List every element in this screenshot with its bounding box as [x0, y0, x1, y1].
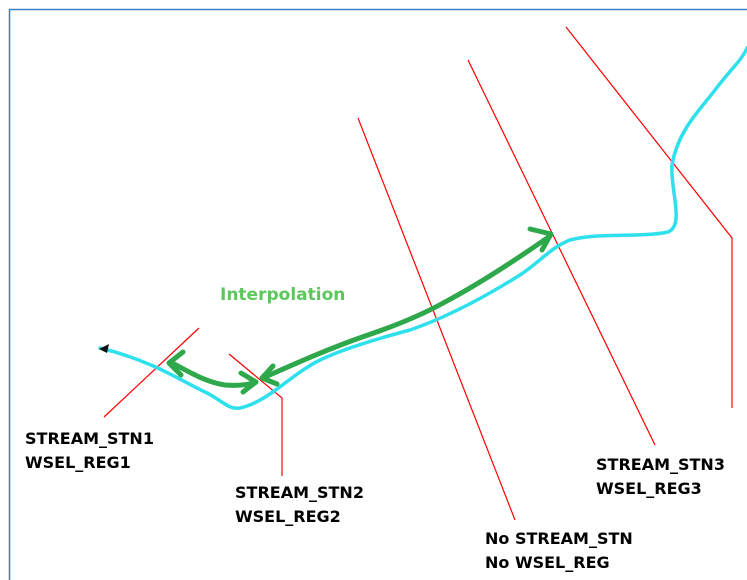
station-label-no-stn: No STREAM_STN No WSEL_REG	[485, 527, 633, 575]
interpolation-arrowhead-mid-right-icon	[238, 370, 259, 395]
interpolation-arrowhead-right-icon	[527, 226, 554, 253]
interpolation-arrowhead-left-icon	[166, 349, 186, 378]
station-label-stn1-line2: WSEL_REG1	[25, 453, 131, 472]
station-label-stn2-line2: WSEL_REG2	[235, 507, 341, 526]
stream-start-arrowhead-icon	[99, 344, 109, 353]
station-label-stn1: STREAM_STN1 WSEL_REG1	[25, 427, 154, 475]
cross-section-line-2	[228, 353, 283, 476]
frame-border	[8, 8, 747, 580]
station-label-stn2-line1: STREAM_STN2	[235, 483, 364, 502]
station-label-stn3: STREAM_STN3 WSEL_REG3	[596, 453, 725, 501]
cross-section-line-3	[467, 59, 656, 446]
stream-centerline	[98, 46, 747, 410]
station-label-stn3-line1: STREAM_STN3	[596, 455, 725, 474]
cross-section-line-1	[103, 327, 200, 418]
interpolation-arrow-short	[169, 360, 259, 388]
station-label-stn1-line1: STREAM_STN1	[25, 429, 154, 448]
station-label-stn3-line2: WSEL_REG3	[596, 479, 702, 498]
station-label-no-stn-line2: No WSEL_REG	[485, 553, 610, 572]
station-label-no-stn-line1: No STREAM_STN	[485, 529, 633, 548]
interpolation-arrowhead-mid-left-icon	[259, 363, 280, 387]
interpolation-label: Interpolation	[220, 285, 346, 305]
station-label-stn2: STREAM_STN2 WSEL_REG2	[235, 481, 364, 529]
cross-section-line-4	[565, 26, 733, 408]
interpolation-arrow-long	[262, 233, 553, 380]
